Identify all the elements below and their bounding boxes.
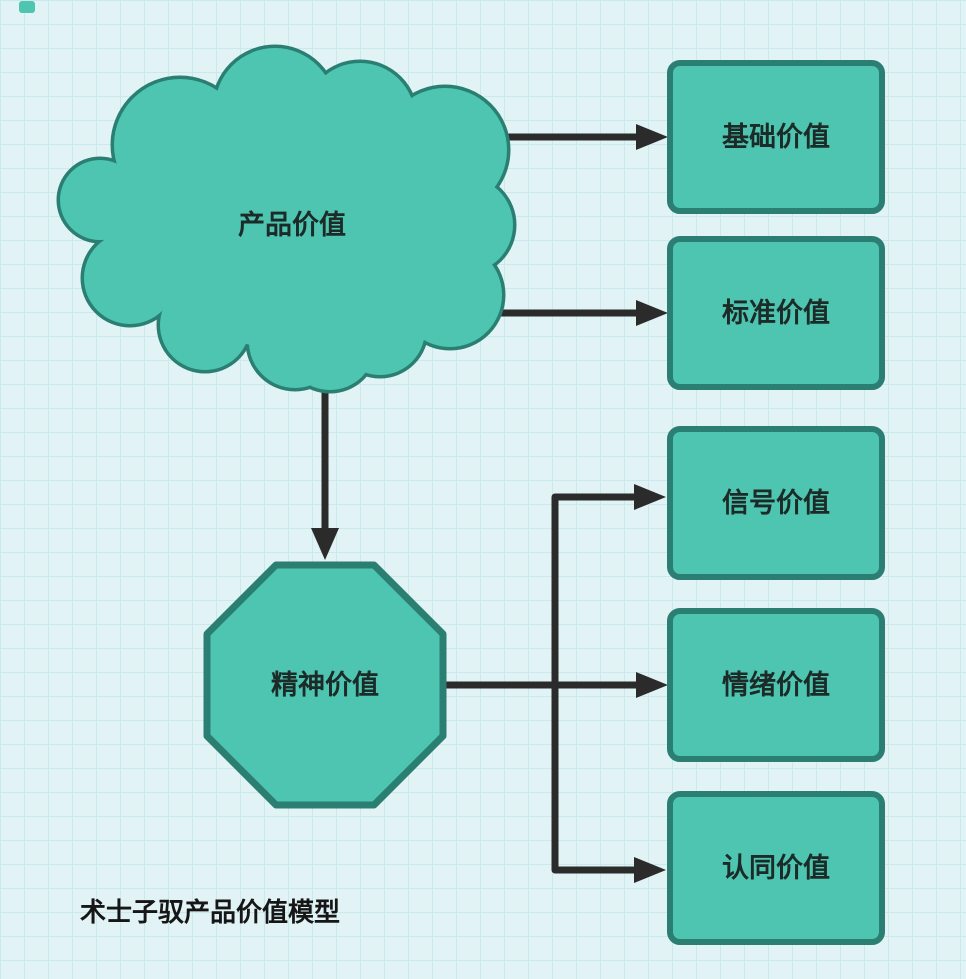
arrowhead-icon xyxy=(634,857,666,883)
edge-spirit-to-identity-value xyxy=(551,683,666,883)
box-shape xyxy=(667,608,885,762)
edge-spirit-to-emotion-value xyxy=(443,672,668,698)
box-node-label: 基础价值 xyxy=(722,122,830,152)
box-node-label: 信号价值 xyxy=(722,488,830,518)
box-node-standard-value: 标准价值 xyxy=(667,236,885,390)
octagon-node-label: 精神价值 xyxy=(271,670,379,700)
box-node-basic-value: 基础价值 xyxy=(667,60,885,214)
box-node-identity-value: 认同价值 xyxy=(667,791,885,945)
box-node-emotion-value: 情绪价值 xyxy=(667,608,885,762)
box-node-label: 认同价值 xyxy=(722,853,830,883)
box-node-label: 标准价值 xyxy=(722,298,830,328)
cloud-body xyxy=(60,48,513,390)
connector-line xyxy=(551,493,642,687)
box-node-signal-value: 信号价值 xyxy=(667,426,885,580)
box-shape xyxy=(667,791,885,945)
box-shape xyxy=(667,426,885,580)
octagon-node-spirit-value: 精神价值 xyxy=(203,561,447,809)
diagram-caption: 术士子驭产品价值模型 xyxy=(80,897,340,927)
octagon-shape xyxy=(203,561,447,809)
cloud-node-product-value: 产品价值 xyxy=(56,44,517,394)
box-shape xyxy=(667,60,885,214)
edge-cloud-to-standard-value xyxy=(497,300,668,326)
edge-cloud-to-spirit-value xyxy=(311,383,339,560)
arrowhead-icon xyxy=(634,484,666,510)
connector-line xyxy=(551,683,642,874)
edge-spirit-to-signal-value xyxy=(551,484,666,687)
box-node-label: 情绪价值 xyxy=(722,670,830,700)
arrowhead-icon xyxy=(636,300,668,326)
arrowhead-icon xyxy=(636,672,668,698)
cloud-node-label: 产品价值 xyxy=(238,210,346,240)
arrowhead-icon xyxy=(636,124,668,150)
arrowhead-icon xyxy=(311,528,339,560)
corner-mark xyxy=(19,1,35,13)
box-shape xyxy=(667,236,885,390)
edge-cloud-to-basic-value xyxy=(496,124,668,150)
